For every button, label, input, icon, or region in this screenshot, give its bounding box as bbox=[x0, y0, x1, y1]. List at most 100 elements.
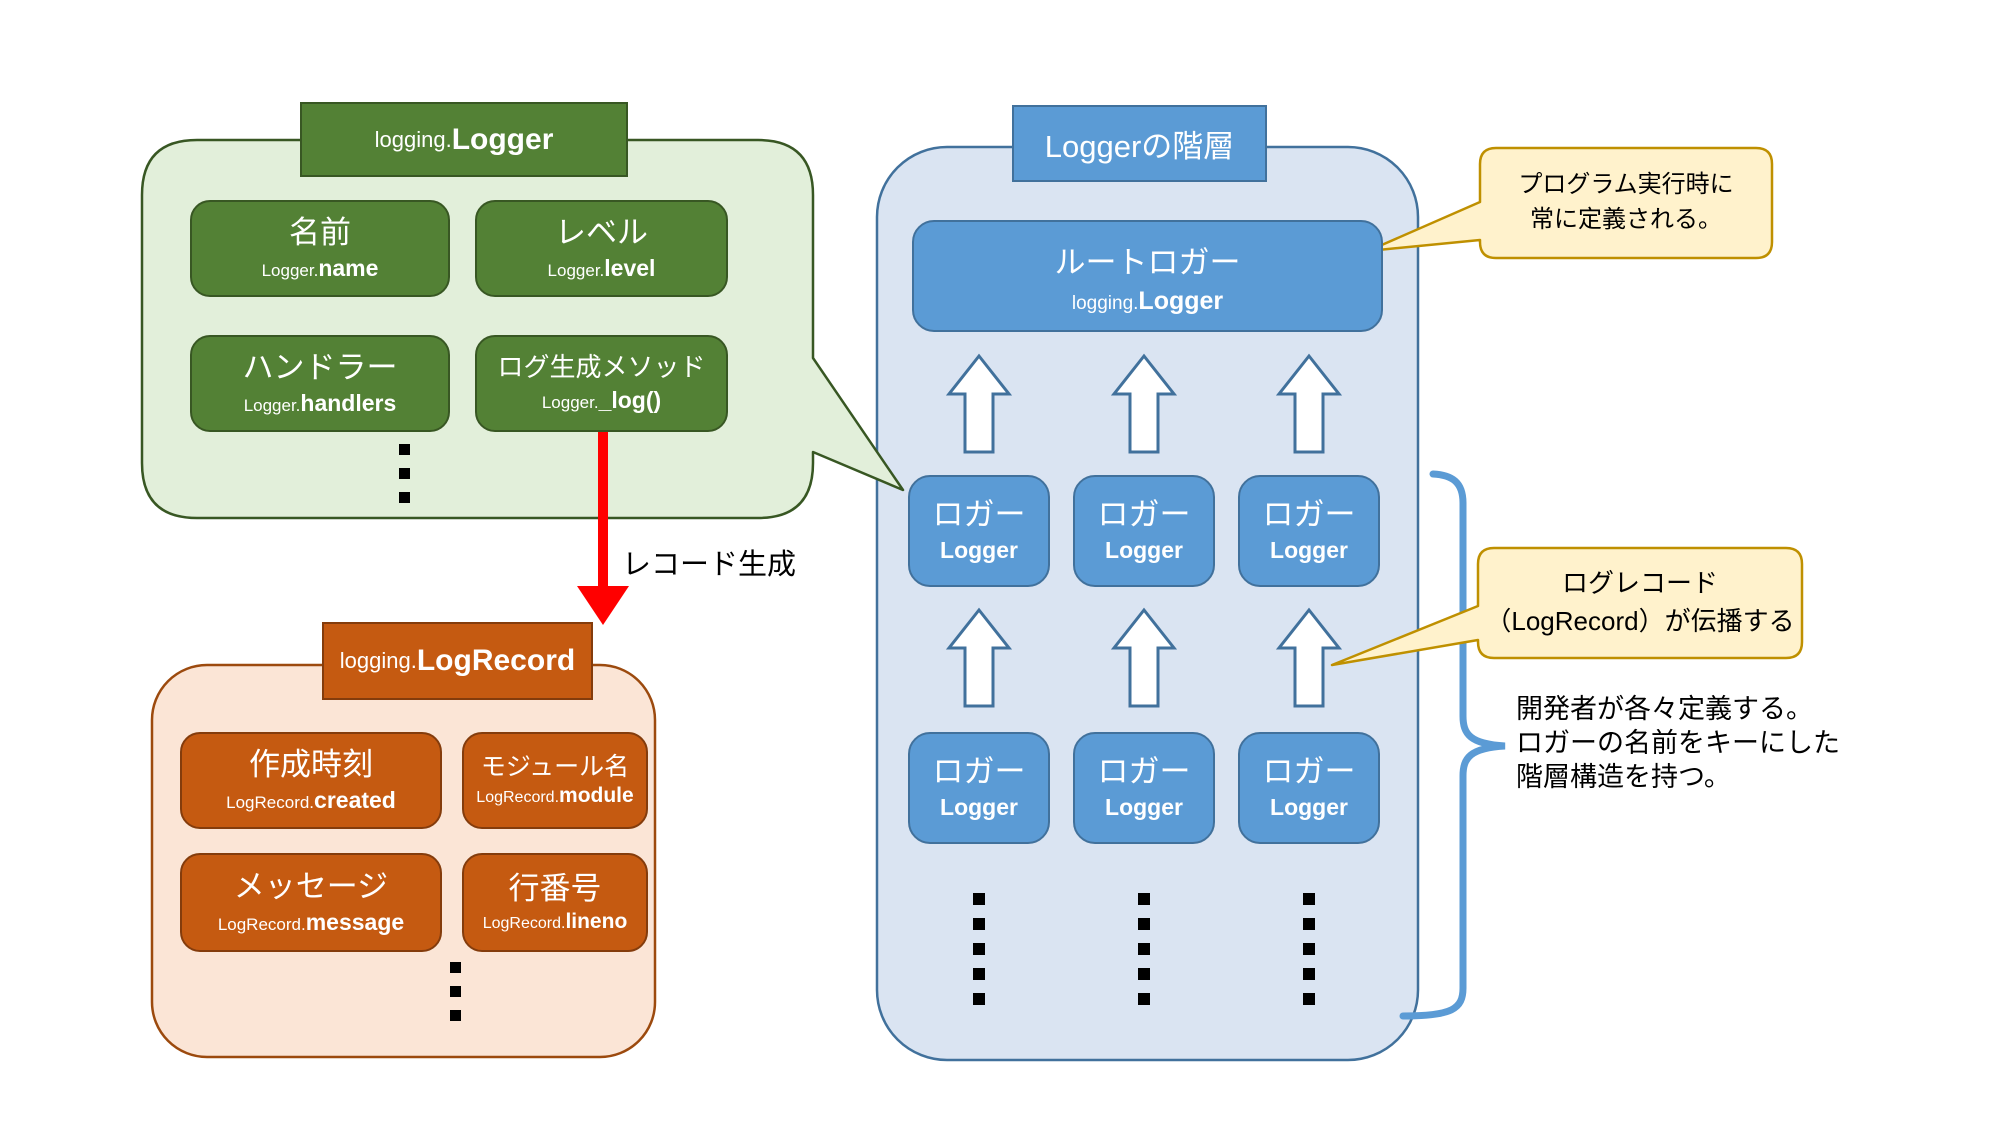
attr-main: name bbox=[318, 254, 379, 281]
ellipsis-dots bbox=[450, 962, 461, 1034]
field-attr: Logger._log() bbox=[542, 387, 661, 414]
note-line: ログレコード bbox=[1561, 568, 1718, 599]
dot bbox=[1303, 918, 1315, 930]
field-attr: LogRecord.created bbox=[226, 787, 396, 814]
dot bbox=[399, 492, 410, 503]
logger-label: ロガー bbox=[932, 754, 1026, 790]
record-arrow-label: レコード生成 bbox=[622, 549, 797, 581]
note-line: 開発者が各々定義する。 bbox=[1516, 694, 1813, 724]
field-attr: LogRecord.message bbox=[218, 909, 404, 936]
logger-label: ロガー bbox=[1262, 497, 1356, 533]
attr-prefix: LogRecord. bbox=[476, 789, 560, 807]
logger-title-prefix: logging. bbox=[374, 126, 452, 152]
attr-prefix: logging. bbox=[1071, 292, 1139, 314]
attr-prefix: LogRecord. bbox=[217, 914, 306, 934]
logger-sub: Logger bbox=[940, 793, 1018, 820]
up-arrow-icon bbox=[945, 607, 1013, 708]
attr-prefix: Logger. bbox=[261, 260, 319, 280]
logger-sub: Logger bbox=[1270, 793, 1348, 820]
note-line: 階層構造を持つ。 bbox=[1516, 762, 1731, 792]
attr-main: Logger bbox=[1138, 286, 1224, 315]
logrecord-field-lineno: 行番号 LogRecord.lineno bbox=[462, 853, 648, 952]
dot bbox=[1303, 993, 1315, 1005]
up-arrow-icon bbox=[1110, 607, 1178, 708]
dot bbox=[450, 962, 461, 973]
note-line: 常に定義される。 bbox=[1530, 206, 1722, 233]
logrecord-field-message: メッセージ LogRecord.message bbox=[180, 853, 442, 952]
logger-label: ロガー bbox=[932, 497, 1026, 533]
dot bbox=[973, 918, 985, 930]
dot bbox=[1138, 943, 1150, 955]
field-label: レベル bbox=[555, 215, 648, 251]
field-attr: LogRecord.lineno bbox=[483, 910, 628, 934]
logger-box: ロガー Logger bbox=[1073, 732, 1215, 844]
field-attr: Logger.name bbox=[262, 255, 379, 282]
up-arrow-icon bbox=[1110, 353, 1178, 454]
logger-label: ロガー bbox=[1262, 754, 1356, 790]
logrecord-panel-title: logging.LogRecord bbox=[322, 622, 593, 700]
dot bbox=[1138, 993, 1150, 1005]
attr-main: handlers bbox=[300, 389, 397, 416]
dot bbox=[973, 943, 985, 955]
logger-box: ロガー Logger bbox=[908, 732, 1050, 844]
dot bbox=[1303, 968, 1315, 980]
dot bbox=[1138, 918, 1150, 930]
logger-title-main: Logger bbox=[451, 122, 554, 156]
note-line: （LogRecord）が伝播する bbox=[1485, 606, 1795, 636]
logger-box: ロガー Logger bbox=[1073, 475, 1215, 587]
dot bbox=[1138, 968, 1150, 980]
logger-box: ロガー Logger bbox=[908, 475, 1050, 587]
record-creation-arrow-icon bbox=[577, 430, 629, 625]
root-note-callout bbox=[1366, 146, 1774, 260]
root-logger-box: ルートロガー logging.Logger bbox=[912, 220, 1383, 332]
attr-main: _log() bbox=[598, 386, 662, 413]
logger-panel-title: logging.Logger bbox=[300, 102, 628, 177]
field-label: 名前 bbox=[289, 215, 351, 251]
logger-box: ロガー Logger bbox=[1238, 732, 1380, 844]
field-label: ログ生成メソッド bbox=[497, 352, 706, 383]
logger-field-level: レベル Logger.level bbox=[475, 200, 728, 297]
logrecord-field-module: モジュール名 LogRecord.module bbox=[462, 732, 648, 829]
field-label: 作成時刻 bbox=[249, 747, 373, 783]
field-attr: Logger.level bbox=[548, 255, 656, 282]
logger-sub: Logger bbox=[1105, 793, 1183, 820]
logger-sub: Logger bbox=[1105, 536, 1183, 563]
logger-bubble-container bbox=[140, 138, 905, 520]
logger-sub: Logger bbox=[1270, 536, 1348, 563]
dot bbox=[1138, 893, 1150, 905]
note-line: ロガーの名前をキーにした bbox=[1516, 728, 1840, 758]
logger-sub: Logger bbox=[940, 536, 1018, 563]
logger-label: ロガー bbox=[1097, 754, 1191, 790]
field-attr: LogRecord.module bbox=[476, 784, 633, 808]
dot bbox=[1303, 943, 1315, 955]
field-label: メッセージ bbox=[233, 869, 389, 905]
dot bbox=[450, 986, 461, 997]
attr-prefix: LogRecord. bbox=[482, 914, 566, 932]
attr-main: created bbox=[314, 786, 396, 813]
logger-box: ロガー Logger bbox=[1238, 475, 1380, 587]
up-arrow-icon bbox=[1275, 353, 1343, 454]
ellipsis-dots bbox=[399, 444, 410, 516]
propagation-note-callout bbox=[1330, 546, 1804, 667]
field-attr: Logger.handlers bbox=[244, 390, 397, 417]
hierarchy-panel-title: Loggerの階層 bbox=[1012, 105, 1267, 182]
up-arrow-icon bbox=[1275, 607, 1343, 708]
dot bbox=[973, 993, 985, 1005]
developer-note-text: 開発者が各々定義する。 ロガーの名前をキーにした 階層構造を持つ。 bbox=[1516, 692, 1876, 794]
dot bbox=[973, 893, 985, 905]
logger-field-name: 名前 Logger.name bbox=[190, 200, 450, 297]
field-label: 行番号 bbox=[508, 871, 602, 907]
logrecord-title-main: LogRecord bbox=[416, 644, 576, 677]
root-note-text: プログラム実行時に 常に定義される。 bbox=[1480, 148, 1772, 258]
logger-label: ロガー bbox=[1097, 497, 1191, 533]
dot bbox=[399, 468, 410, 479]
root-logger-label: ルートロガー bbox=[1054, 244, 1241, 280]
field-label: ハンドラー bbox=[242, 350, 398, 386]
dot bbox=[399, 444, 410, 455]
logger-field-log-method: ログ生成メソッド Logger._log() bbox=[475, 335, 728, 432]
dot bbox=[450, 1010, 461, 1021]
dot bbox=[1303, 893, 1315, 905]
attr-prefix: LogRecord. bbox=[226, 792, 315, 812]
logrecord-field-created: 作成時刻 LogRecord.created bbox=[180, 732, 442, 829]
